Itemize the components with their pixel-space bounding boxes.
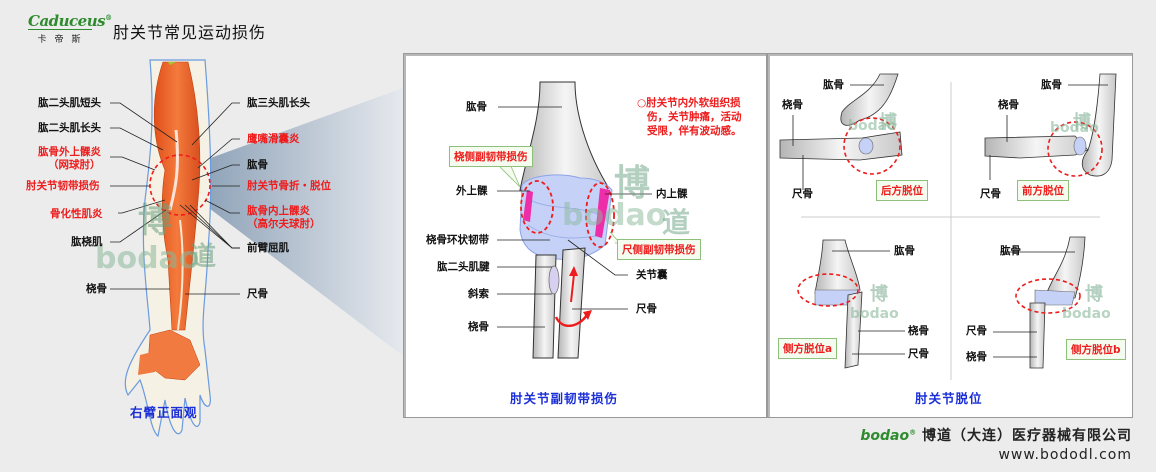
label-joint-capsule: 关节囊 bbox=[636, 269, 668, 281]
dislocation-caption: 肘关节脱位 bbox=[915, 391, 983, 406]
svg-text:博: 博 bbox=[614, 163, 650, 204]
callout-ulnar-collateral: 尺侧副韧带损伤 bbox=[617, 239, 701, 260]
callout-lateral-a: 侧方脱位a bbox=[778, 338, 838, 359]
label-forearm-flexors: 前臂屈肌 bbox=[247, 242, 289, 254]
label-golfers-elbow-sub: （高尔夫球肘） bbox=[247, 218, 321, 230]
svg-text:博: 博 bbox=[879, 111, 897, 133]
label-brachioradialis: 肱桡肌 bbox=[71, 236, 103, 248]
callout-anterior: 前方脱位 bbox=[1017, 180, 1069, 201]
label-radius: 桡骨 bbox=[86, 283, 107, 295]
label-golfers-elbow: 肱骨内上髁炎 bbox=[247, 205, 310, 217]
label-ulna: 尺骨 bbox=[247, 288, 268, 300]
label-olecranon-bursitis: 鹰嘴滑囊炎 bbox=[247, 133, 300, 145]
label-radius-mid: 桡骨 bbox=[468, 321, 489, 333]
ligament-caption: 肘关节副韧带损伤 bbox=[510, 391, 619, 406]
label-triceps-long-head: 肱三头肌长头 bbox=[247, 97, 310, 109]
watermark-bodao: bodao bbox=[95, 241, 199, 276]
label-biceps-short-head: 肱二头肌短头 bbox=[38, 97, 101, 109]
page-title: 肘关节常见运动损伤 bbox=[113, 23, 267, 42]
callout-lateral-b: 侧方脱位b bbox=[1066, 339, 1126, 360]
label-ulna-mid: 尺骨 bbox=[636, 303, 657, 315]
q2-label-ulna: 尺骨 bbox=[980, 188, 1001, 200]
caduceus-logo: Caduceus® 卡帝斯 bbox=[28, 10, 112, 45]
label-oblique-cord: 斜索 bbox=[468, 288, 489, 300]
note-line: ○肘关节内外软组织损 bbox=[637, 97, 741, 109]
injury-note: ○肘关节内外软组织损 伤，关节肿痛，活动 受限，伴有波动感。 bbox=[637, 96, 742, 138]
logo-cn: 卡帝斯 bbox=[37, 35, 89, 45]
footer-url[interactable]: www.bododl.com bbox=[998, 447, 1132, 463]
label-biceps-tendon: 肱二头肌腱 bbox=[437, 261, 490, 273]
svg-text:bodao: bodao bbox=[562, 198, 666, 233]
arm-caption: 右臂正面观 bbox=[130, 405, 198, 420]
q2-label-humerus: 肱骨 bbox=[1041, 79, 1062, 91]
label-tennis-elbow-sub: （网球肘） bbox=[48, 159, 101, 171]
q3-label-humerus: 肱骨 bbox=[894, 245, 915, 257]
watermark-bo: 博 bbox=[138, 201, 172, 241]
company-name: 博道（大连）医疗器械有限公司 bbox=[922, 428, 1132, 444]
svg-text:博: 博 bbox=[1073, 111, 1091, 133]
svg-text:博: 博 bbox=[870, 283, 888, 305]
q3-label-ulna: 尺骨 bbox=[908, 348, 929, 360]
note-line: 伤，关节肿痛，活动 bbox=[647, 111, 742, 123]
footer-company: bodao® 博道（大连）医疗器械有限公司 bbox=[860, 425, 1132, 445]
svg-text:道: 道 bbox=[662, 206, 690, 239]
label-fracture-dislocation: 肘关节骨折・脱位 bbox=[247, 180, 331, 192]
svg-text:道: 道 bbox=[190, 241, 216, 272]
label-lateral-epicondyle: 外上髁 bbox=[456, 185, 488, 197]
svg-text:bodao: bodao bbox=[1062, 306, 1111, 322]
label-humerus-mid: 肱骨 bbox=[466, 101, 487, 113]
q1-label-humerus: 肱骨 bbox=[823, 79, 844, 91]
callout-posterior: 后方脱位 bbox=[876, 180, 928, 201]
svg-text:bodao: bodao bbox=[1050, 120, 1099, 136]
q4-label-humerus: 肱骨 bbox=[1000, 245, 1021, 257]
logo-brand: Caduceus® bbox=[28, 12, 112, 30]
q1-label-ulna: 尺骨 bbox=[792, 188, 813, 200]
label-tennis-elbow: 肱骨外上髁炎 bbox=[38, 146, 101, 158]
callout-radial-collateral: 桡侧副韧带损伤 bbox=[449, 146, 533, 167]
q3-label-radius: 桡骨 bbox=[908, 325, 929, 337]
dislocation-illustration: 博 bodao 博 bodao 博 bodao bbox=[779, 73, 1117, 380]
q1-label-radius: 桡骨 bbox=[782, 99, 803, 111]
label-medial-epicondyle: 内上髁 bbox=[656, 188, 688, 200]
footer-bodao-logo: bodao® bbox=[860, 428, 917, 444]
label-annular-ligament: 桡骨环状韧带 bbox=[426, 234, 489, 246]
svg-text:bodao: bodao bbox=[850, 306, 899, 322]
label-myositis-ossificans: 骨化性肌炎 bbox=[50, 208, 103, 220]
ligament-illustration: 博 bodao 道 bbox=[496, 81, 690, 359]
q4-label-ulna: 尺骨 bbox=[966, 325, 987, 337]
label-ligament-injury: 肘关节韧带损伤 bbox=[26, 180, 100, 192]
svg-text:bodao: bodao bbox=[848, 118, 897, 134]
q2-label-radius: 桡骨 bbox=[998, 99, 1019, 111]
label-biceps-long-head: 肱二头肌长头 bbox=[38, 122, 101, 134]
svg-text:博: 博 bbox=[1085, 283, 1103, 305]
zoom-wedge bbox=[205, 88, 403, 356]
q4-label-radius: 桡骨 bbox=[966, 351, 987, 363]
label-humerus: 肱骨 bbox=[247, 159, 268, 171]
note-line: 受限，伴有波动感。 bbox=[647, 125, 742, 137]
